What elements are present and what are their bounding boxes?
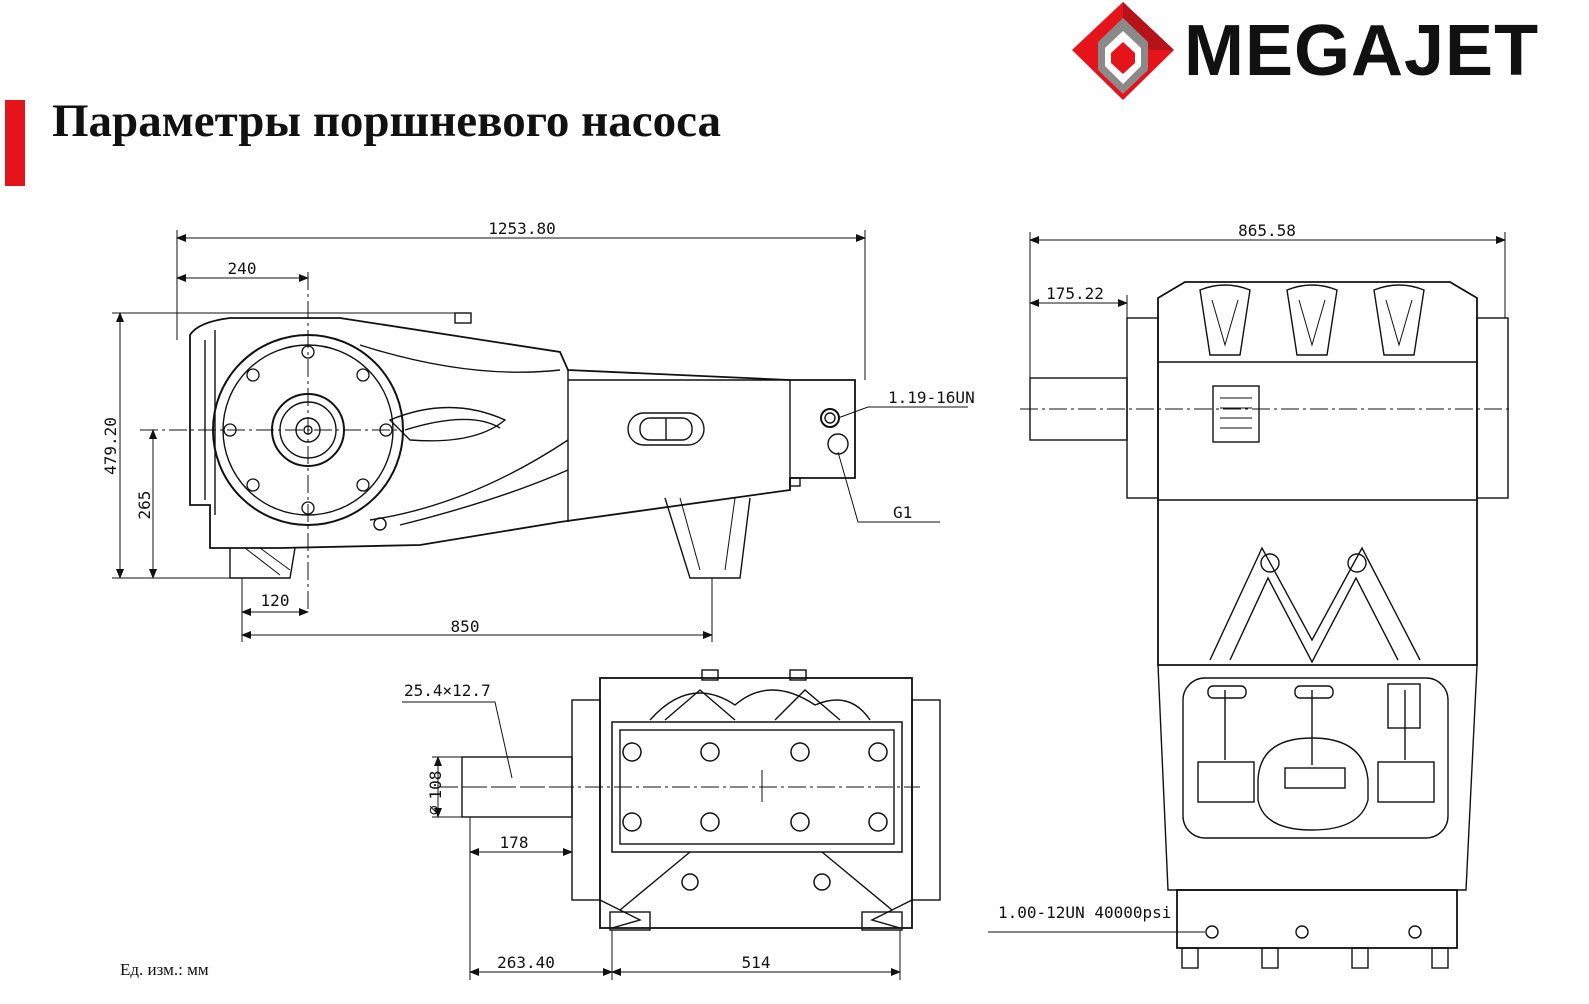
- dim-base-offset: 263.40: [497, 953, 555, 972]
- dim-foot-offset: 120: [261, 591, 290, 610]
- callout-discharge: 1.00-12UN 40000psi: [998, 903, 1171, 922]
- dim-top-overall-length: 865.58: [1238, 221, 1296, 240]
- brand-logo: MEGAJET: [1070, 0, 1585, 104]
- callout-outlet-thread: 1.19-16UN: [888, 388, 975, 407]
- dim-shaft-dia: 108: [426, 771, 445, 800]
- callout-inlet: G1: [893, 503, 912, 522]
- dim-shaft-length: 178: [500, 833, 529, 852]
- top-view: [988, 232, 1510, 969]
- page-title: Параметры поршневого насоса: [52, 95, 722, 147]
- dim-height: 479.20: [101, 417, 120, 475]
- dim-top-shaft-offset: 175.22: [1046, 284, 1104, 303]
- brand-name: MEGAJET: [1184, 11, 1540, 91]
- dim-base-width: 514: [742, 953, 771, 972]
- dim-overall-length: 1253.80: [488, 219, 555, 238]
- dim-shaft-height: 265: [135, 491, 154, 520]
- side-view: [112, 230, 968, 642]
- dim-keyway: 25.4×12.7: [404, 681, 491, 700]
- units-note: Ед. изм.: мм: [120, 960, 209, 979]
- front-view: [402, 669, 941, 980]
- dim-shaft-dia-symbol: ⌀: [424, 805, 443, 815]
- dim-foot-span: 850: [451, 617, 480, 636]
- megajet-logo-icon: [1072, 2, 1174, 100]
- dim-shaft-offset: 240: [228, 259, 257, 278]
- title-accent-bar: [5, 100, 25, 186]
